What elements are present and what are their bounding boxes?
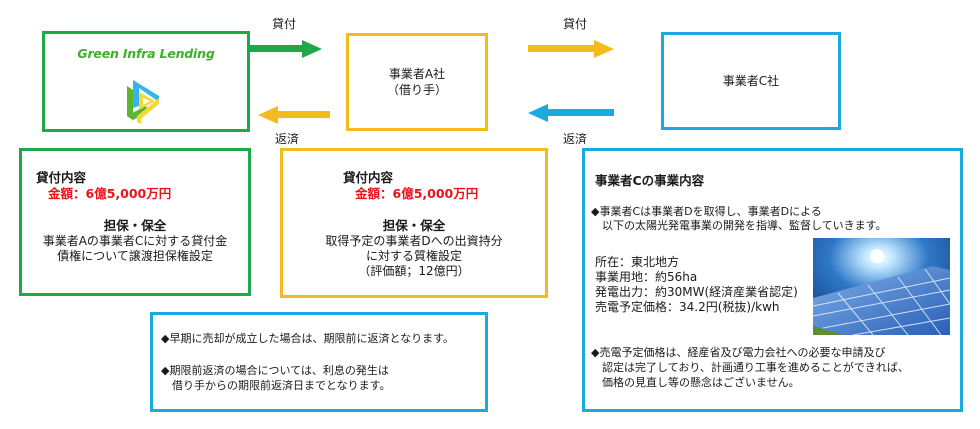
arrow-right-green [250,40,322,58]
company-c-box: 事業者C社 [661,32,841,130]
security-line: 債権について譲渡担保権設定 [57,249,213,263]
lend-label-2: 貸付 [563,17,588,31]
outro-line: ◆売電予定価格は、経産省及び電力会社への必要な申請及び [591,346,886,359]
company-c-details-box: 事業者Cの事業内容 ◆事業者Cは事業者Dを取得し、事業者Dによる 以下の太陽光発… [582,148,963,412]
arrow-left-blue [528,104,614,122]
note-item: 借り手からの期限前返済日までとなります。 [161,379,391,392]
security-line: に対する質権設定 [365,249,462,263]
triangle-play-logo-icon [127,80,159,124]
solar-panel-photo [813,238,950,335]
security-heading-1: 担保・保全 [103,218,167,233]
arrow-right-yellow [528,40,614,58]
security-line: 取得予定の事業者Dへの出資持分 [325,234,503,248]
repay-label-1: 返済 [275,132,300,146]
loan-details-box-1: 貸付内容 金額：6億5,000万円 担保・保全 事業者Aの事業者Cに対する貸付金… [19,148,251,296]
security-line: （評価額；12億円） [358,264,470,278]
company-a-box: 事業者A社 （借り手） [346,33,488,131]
lend-label-1: 貸付 [272,17,297,31]
company-c-details-heading: 事業者Cの事業内容 [595,173,705,188]
intro-line: ◆事業者Cは事業者Dを取得し、事業者Dによる [591,205,822,218]
loan-details-box-2: 貸付内容 金額：6億5,000万円 担保・保全 取得予定の事業者Dへの出資持分 … [280,148,548,298]
note-item: ◆早期に売却が成立した場合は、期限前に返済となります。 [161,332,455,345]
outro-line: 価格の見直し等の懸念はございません。 [591,376,800,389]
company-a-role: （借り手） [386,83,447,97]
brand-name: Green Infra Lending [77,46,215,61]
detail-output: 発電出力：約30MW(経済産業省認定) [595,285,798,299]
notes-box: ◆早期に売却が成立した場合は、期限前に返済となります。 ◆期限前返済の場合につい… [150,312,488,412]
note-item: ◆期限前返済の場合については、利息の発生は [161,364,389,377]
security-line: 事業者Aの事業者Cに対する貸付金 [42,234,228,248]
loan-amount-2: 金額：6億5,000万円 [355,186,479,201]
intro-line: 以下の太陽光発電事業の開発を指導、監督していきます。 [591,219,887,232]
repay-label-2: 返済 [563,132,588,146]
outro-line: 認定は完了しており、計画通り工事を進めることができれば、 [591,361,909,374]
detail-price: 売電予定価格：34.2円(税抜)/kwh [595,300,780,314]
detail-location: 所在：東北地方 [595,255,680,269]
company-c-name: 事業者C社 [722,74,780,88]
loan-amount-1: 金額：6億5,000万円 [48,186,172,201]
lender-box: Green Infra Lending [42,31,250,132]
detail-land: 事業用地：約56ha [595,270,698,284]
company-a-name: 事業者A社 [388,67,446,81]
loan-heading-2: 貸付内容 [343,170,394,185]
security-heading-2: 担保・保全 [382,218,446,233]
loan-heading-1: 貸付内容 [36,170,87,185]
arrow-left-yellow [258,106,330,124]
